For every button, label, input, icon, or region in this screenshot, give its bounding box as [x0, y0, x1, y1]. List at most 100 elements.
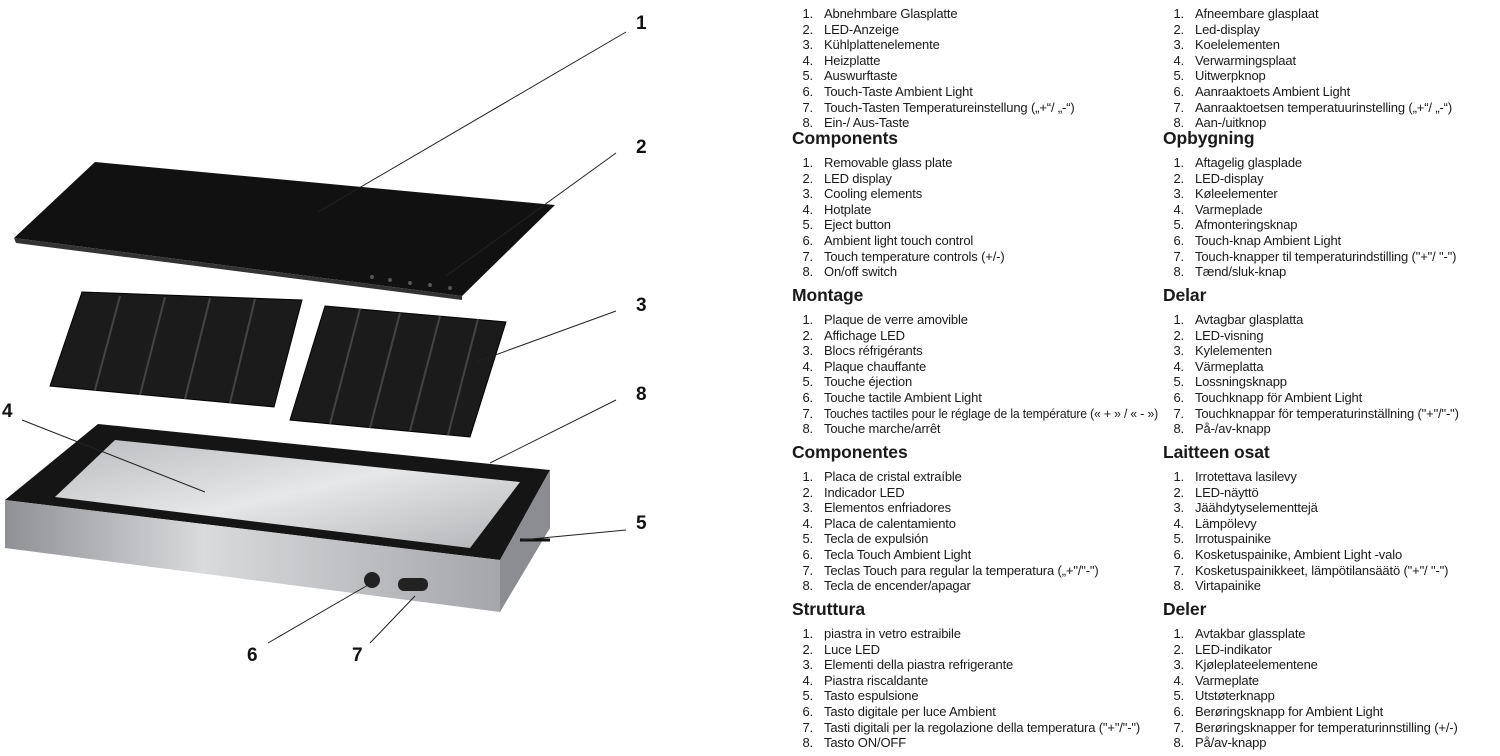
list-item: 4.Varmeplade	[1163, 202, 1497, 218]
item-label: Køleelementer	[1195, 186, 1278, 202]
list-item: 3. Jäähdytyselementtejä	[1163, 500, 1497, 516]
item-label: Touch-Tasten Temperatureinstellung („+“/…	[824, 99, 1075, 115]
item-label: Cooling elements	[824, 186, 923, 202]
item-number: 1.	[802, 626, 813, 641]
item-label: Touche marche/arrêt	[824, 421, 941, 437]
list-item: 5.Lossningsknapp	[1163, 374, 1497, 390]
list-item: 7.Touch temperature controls (+/-)	[792, 249, 1152, 265]
list-item: 4.Lämpölevy	[1163, 516, 1497, 532]
item-label: Heizplatte	[824, 52, 881, 68]
list-item: 1.Avtakbar glassplate	[1163, 626, 1497, 642]
item-number: 7.	[802, 99, 813, 115]
list-item: 6.Tasto digitale per luce Ambient	[792, 704, 1152, 720]
item-label: Tasto ON/OFF	[824, 735, 906, 751]
item-number: 4.	[1173, 672, 1184, 688]
item-number: 8.	[802, 578, 813, 594]
list-item: 8.Virtapainike	[1163, 578, 1497, 594]
item-number: 4.	[802, 52, 813, 68]
item-number: 5.	[1173, 688, 1184, 704]
item-label: LED-visning	[1195, 327, 1264, 343]
item-label: Indicador LED	[824, 484, 905, 500]
callout-7: 7	[352, 645, 363, 666]
list-item: 7.Kosketuspainikkeet, lämpötilansäätö ("…	[1163, 563, 1497, 579]
item-label: Removable glass plate	[824, 155, 953, 170]
list-item: 2. LED-indikator	[1163, 642, 1497, 658]
item-number: 1.	[1173, 626, 1184, 641]
item-number: 7.	[1173, 562, 1184, 578]
item-number: 1.	[802, 469, 813, 484]
list-item: 5.Uitwerpknop	[1163, 68, 1497, 84]
section-heading: Opbygning	[1163, 128, 1255, 148]
item-number: 7.	[1173, 405, 1184, 421]
list-item: 2. LED-näyttö	[1163, 485, 1497, 501]
item-label: Varmeplate	[1195, 672, 1260, 688]
item-label: Hotplate	[824, 201, 872, 217]
list-item: 4.Verwarmingsplaat	[1163, 53, 1497, 69]
item-label: Lämpölevy	[1195, 515, 1257, 531]
list-item: 1. Removable glass plate	[792, 155, 1152, 171]
item-label: På/av-knapp	[1195, 735, 1267, 751]
list-item: 4.Placa de calentamiento	[792, 516, 1152, 532]
item-label: LED-display	[1195, 170, 1264, 186]
item-number: 5.	[1173, 217, 1184, 233]
item-number: 3.	[1173, 500, 1184, 516]
item-number: 8.	[1173, 578, 1184, 594]
item-number: 6.	[1173, 703, 1184, 719]
item-number: 2.	[1173, 641, 1184, 657]
item-number: 4.	[1173, 52, 1184, 68]
item-label: Avtagbar glasplatta	[1195, 312, 1304, 327]
item-label: LED-indikator	[1195, 641, 1272, 657]
item-number: 7.	[1173, 248, 1184, 264]
list-item: 1.Aftagelig glasplade	[1163, 155, 1497, 171]
list-item: 8.Touche marche/arrêt	[792, 421, 1152, 437]
list-item: 3.Koelelementen	[1163, 37, 1497, 53]
item-number: 4.	[1173, 201, 1184, 217]
list-item: 2.Affichage LED	[792, 328, 1152, 344]
list-item: 3.Blocs réfrigérants	[792, 343, 1152, 359]
item-number: 2.	[802, 641, 813, 657]
list-item: 2. Led-display	[1163, 22, 1497, 38]
item-label: Luce LED	[824, 641, 880, 657]
item-number: 6.	[802, 389, 813, 405]
item-number: 2.	[1173, 484, 1184, 500]
list-item: 4.Värmeplatta	[1163, 359, 1497, 375]
item-label: LED-näyttö	[1195, 484, 1259, 500]
item-label: Irrotuspainike	[1195, 531, 1271, 547]
callout-6: 6	[247, 645, 258, 666]
list-item: 6.Touchknapp för Ambient Light	[1163, 390, 1497, 406]
item-label: Lossningsknapp	[1195, 374, 1287, 390]
item-label: Aanraaktoets Ambient Light	[1195, 83, 1351, 99]
item-number: 2.	[802, 327, 813, 343]
item-number: 5.	[802, 374, 813, 390]
item-label: Plaque de verre amovible	[824, 312, 968, 327]
item-number: 2.	[1173, 170, 1184, 186]
item-number: 4.	[802, 672, 813, 688]
item-number: 2.	[1173, 21, 1184, 37]
item-label: På-/av-knapp	[1195, 421, 1271, 437]
item-label: Värmeplatta	[1195, 358, 1264, 374]
item-number: 8.	[1173, 421, 1184, 437]
list-item: 3.Elementos enfriadores	[792, 500, 1152, 516]
item-number: 6.	[1173, 83, 1184, 99]
item-label: Plaque chauffante	[824, 358, 927, 374]
item-label: Tecla de encender/apagar	[824, 578, 971, 594]
item-label: Jäähdytyselementtejä	[1195, 500, 1318, 516]
list-item: 7.Aanraaktoetsen temperatuurinstelling (…	[1163, 100, 1497, 116]
callout-4: 4	[2, 401, 13, 422]
list-item: 7. Touch-Tasten Temperatureinstellung („+…	[792, 100, 1152, 116]
item-number: 1.	[802, 155, 813, 170]
ambient-light-button-icon	[364, 572, 380, 588]
item-number: 3.	[802, 37, 813, 53]
list-item: 2.Indicador LED	[792, 485, 1152, 501]
list-item: 1.Placa de cristal extraíble	[792, 469, 1152, 485]
item-label: Led-display	[1195, 21, 1260, 37]
item-number: 3.	[1173, 657, 1184, 673]
item-label: Touch temperature controls (+/-)	[824, 248, 1005, 264]
